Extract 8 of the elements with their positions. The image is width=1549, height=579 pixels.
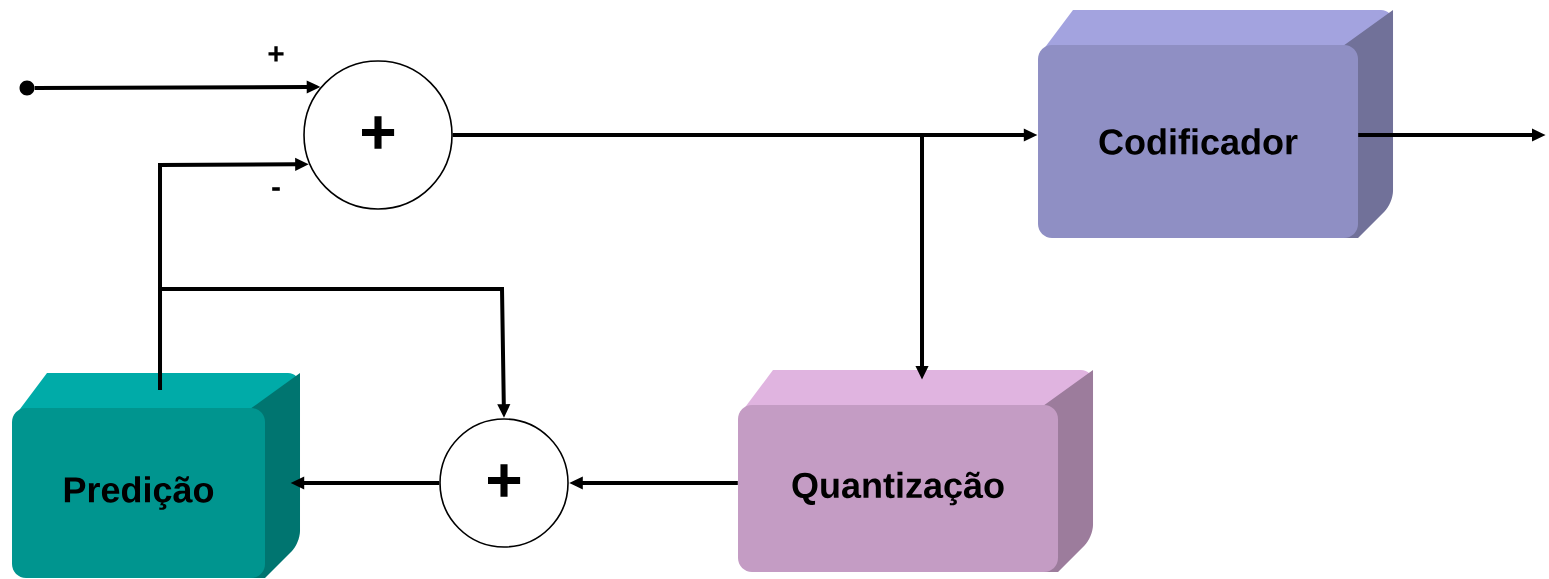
summing-junction: + (439, 418, 569, 548)
process-block: Codificador (1038, 10, 1393, 238)
summing-junction: + (303, 60, 453, 210)
process-block: Predição (12, 373, 300, 578)
input-dot (19, 80, 35, 96)
sign-label: - (272, 187, 280, 191)
sign-label: + (268, 46, 284, 62)
process-block: Quantização (738, 370, 1093, 572)
